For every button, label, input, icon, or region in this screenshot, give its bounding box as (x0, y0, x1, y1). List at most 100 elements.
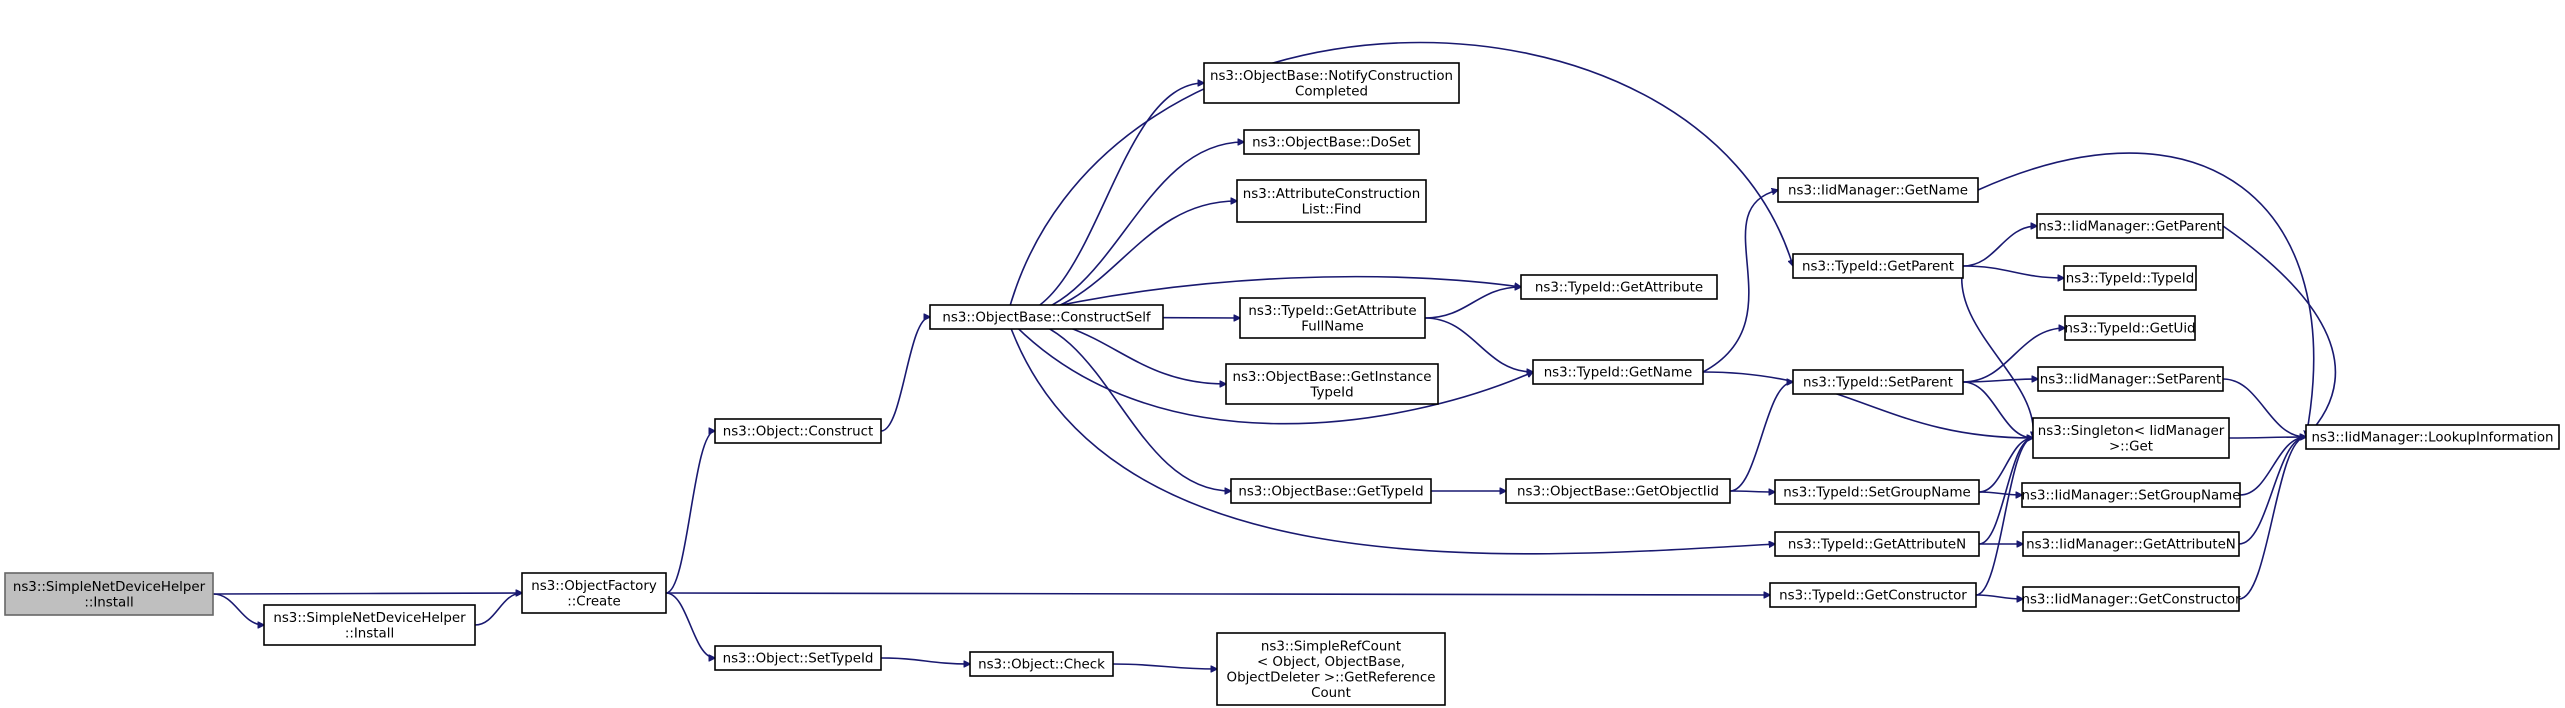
node-label: >::Get (2109, 439, 2153, 454)
node-box (1792, 253, 1964, 279)
node-tid-setparent[interactable]: ns3::TypeId::SetParent (1792, 369, 1964, 395)
edge-iid-setgroupname-to-iid-lookup (2239, 437, 2306, 496)
edge-line (665, 431, 715, 594)
node-label: ns3::TypeId::SetGroupName (1783, 486, 1971, 501)
node-obj-construct[interactable]: ns3::Object::Construct (714, 418, 882, 444)
node-box (969, 651, 1114, 677)
edge-of-create-to-obj-settypeid (665, 592, 715, 658)
node-label: ns3::TypeId::GetAttribute (1248, 304, 1416, 319)
node-ob-notify[interactable]: ns3::ObjectBase::NotifyConstructionCompl… (1203, 62, 1460, 104)
node-tid-getattributen[interactable]: ns3::TypeId::GetAttributeN (1774, 531, 1980, 557)
node-label: ns3::IidManager::GetParent (2038, 220, 2221, 235)
edge-sndh-install-root-to-sndh-install (212, 593, 264, 625)
node-box (2064, 315, 2196, 341)
node-tid-getattribute[interactable]: ns3::TypeId::GetAttribute (1520, 274, 1718, 300)
node-label: ns3::TypeId::GetAttribute (1535, 281, 1703, 296)
node-label: ::Install (345, 626, 394, 641)
node-sndh-install-root: ns3::SimpleNetDeviceHelper::Install (4, 572, 214, 616)
node-box (2036, 213, 2224, 239)
node-label: ns3::TypeId::GetName (1544, 366, 1693, 381)
edge-tid-getconstructor-to-iid-getconstructor (1975, 594, 2023, 599)
node-of-create[interactable]: ns3::ObjectFactory::Create (521, 572, 667, 614)
edge-line (1702, 190, 1778, 373)
edge-ob-constructself-to-tid-getparent (1006, 41, 1793, 318)
node-iid-getattributen[interactable]: ns3::IidManager::GetAttributeN (2022, 531, 2240, 557)
edge-obj-check-to-src-getref (1112, 663, 1217, 669)
edge-line (1006, 316, 1775, 555)
node-ob-doset[interactable]: ns3::ObjectBase::DoSet (1243, 129, 1420, 155)
node-box (2305, 424, 2560, 450)
node-singleton-get[interactable]: ns3::Singleton< IidManager >::Get (2032, 417, 2230, 459)
edge-line (880, 317, 930, 432)
node-label: ns3::ObjectBase::NotifyConstruction (1210, 69, 1453, 84)
node-box (1243, 129, 1420, 155)
node-iid-getconstructor[interactable]: ns3::IidManager::GetConstructor (2021, 586, 2241, 612)
edge-iid-getattributen-to-iid-lookup (2238, 437, 2306, 545)
node-tid-getname[interactable]: ns3::TypeId::GetName (1532, 359, 1704, 385)
edge-ob-constructself-to-acl-find (1006, 201, 1237, 318)
node-box (1774, 531, 1980, 557)
node-ob-gettypeid[interactable]: ns3::ObjectBase::GetTypeId (1230, 478, 1432, 504)
edge-line (1112, 663, 1217, 669)
node-box (1225, 363, 1439, 405)
node-label: ns3::IidManager::GetAttributeN (2026, 538, 2236, 553)
edge-ob-constructself-to-tid-getattribute (1006, 275, 1521, 318)
node-iid-getname[interactable]: ns3::IidManager::GetName (1777, 177, 1979, 203)
node-box (1774, 479, 1980, 505)
node-label: ns3::SimpleNetDeviceHelper (13, 580, 206, 595)
node-label: ::Install (84, 595, 133, 610)
node-box (1203, 62, 1460, 104)
node-ob-constructself[interactable]: ns3::ObjectBase::ConstructSelf (929, 304, 1164, 330)
edge-line (1424, 287, 1521, 319)
edge-tid-getattrfullname-to-tid-getattribute (1424, 287, 1521, 319)
edge-line (1006, 41, 1793, 318)
edge-sndh-install-root-to-of-create (212, 593, 522, 594)
edge-line (1729, 382, 1793, 492)
edge-line (1006, 142, 1244, 318)
edge-line (665, 593, 1770, 595)
edge-sndh-install-to-of-create (474, 593, 522, 626)
node-obj-settypeid[interactable]: ns3::Object::SetTypeId (714, 645, 882, 671)
node-label: ns3::IidManager::SetGroupName (2022, 489, 2241, 504)
edge-line (1975, 438, 2033, 596)
edge-ob-constructself-to-ob-doset (1006, 142, 1244, 318)
node-obj-check[interactable]: ns3::Object::Check (969, 651, 1114, 677)
node-ob-getobjectiid[interactable]: ns3::ObjectBase::GetObjectIid (1505, 478, 1731, 504)
node-tid-getuid[interactable]: ns3::TypeId::GetUid (2064, 315, 2196, 341)
node-box (714, 418, 882, 444)
node-box (2021, 482, 2241, 508)
node-iid-getparent[interactable]: ns3::IidManager::GetParent (2036, 213, 2224, 239)
node-src-getref[interactable]: ns3::SimpleRefCount< Object, ObjectBase,… (1216, 632, 1446, 706)
edge-line (1006, 83, 1204, 318)
node-label: ns3::Object::Check (978, 658, 1105, 673)
node-label: ns3::ObjectBase::GetInstance (1232, 370, 1431, 385)
node-tid-getparent[interactable]: ns3::TypeId::GetParent (1792, 253, 1964, 279)
edge-line (2239, 437, 2306, 496)
edge-obj-settypeid-to-obj-check (880, 657, 970, 664)
node-iid-setgroupname[interactable]: ns3::IidManager::SetGroupName (2021, 482, 2241, 508)
node-tid-setgroupname[interactable]: ns3::TypeId::SetGroupName (1774, 479, 1980, 505)
node-label: List::Find (1302, 202, 1362, 217)
node-box (2037, 366, 2224, 392)
node-label: ns3::TypeId::TypeId (2066, 272, 2194, 287)
node-iid-setparent[interactable]: ns3::IidManager::SetParent (2037, 366, 2224, 392)
node-label: ns3::IidManager::GetName (1788, 184, 1968, 199)
edge-line (1962, 226, 2037, 267)
edge-line (2228, 437, 2306, 438)
node-label: TypeId (1309, 385, 1353, 400)
node-box (263, 604, 476, 646)
edge-line (665, 592, 715, 658)
node-iid-lookup[interactable]: ns3::IidManager::LookupInformation (2305, 424, 2560, 450)
node-sndh-install[interactable]: ns3::SimpleNetDeviceHelper::Install (263, 604, 476, 646)
node-box (1230, 478, 1432, 504)
edge-of-create-to-tid-getconstructor (665, 593, 1770, 595)
node-tid-getconstructor[interactable]: ns3::TypeId::GetConstructor (1769, 582, 1977, 608)
node-tid-typeid[interactable]: ns3::TypeId::TypeId (2063, 265, 2197, 291)
edge-of-create-to-obj-construct (665, 431, 715, 594)
edge-line (1702, 371, 2033, 438)
node-label: ns3::ObjectBase::DoSet (1252, 136, 1411, 151)
node-box (4, 572, 214, 616)
